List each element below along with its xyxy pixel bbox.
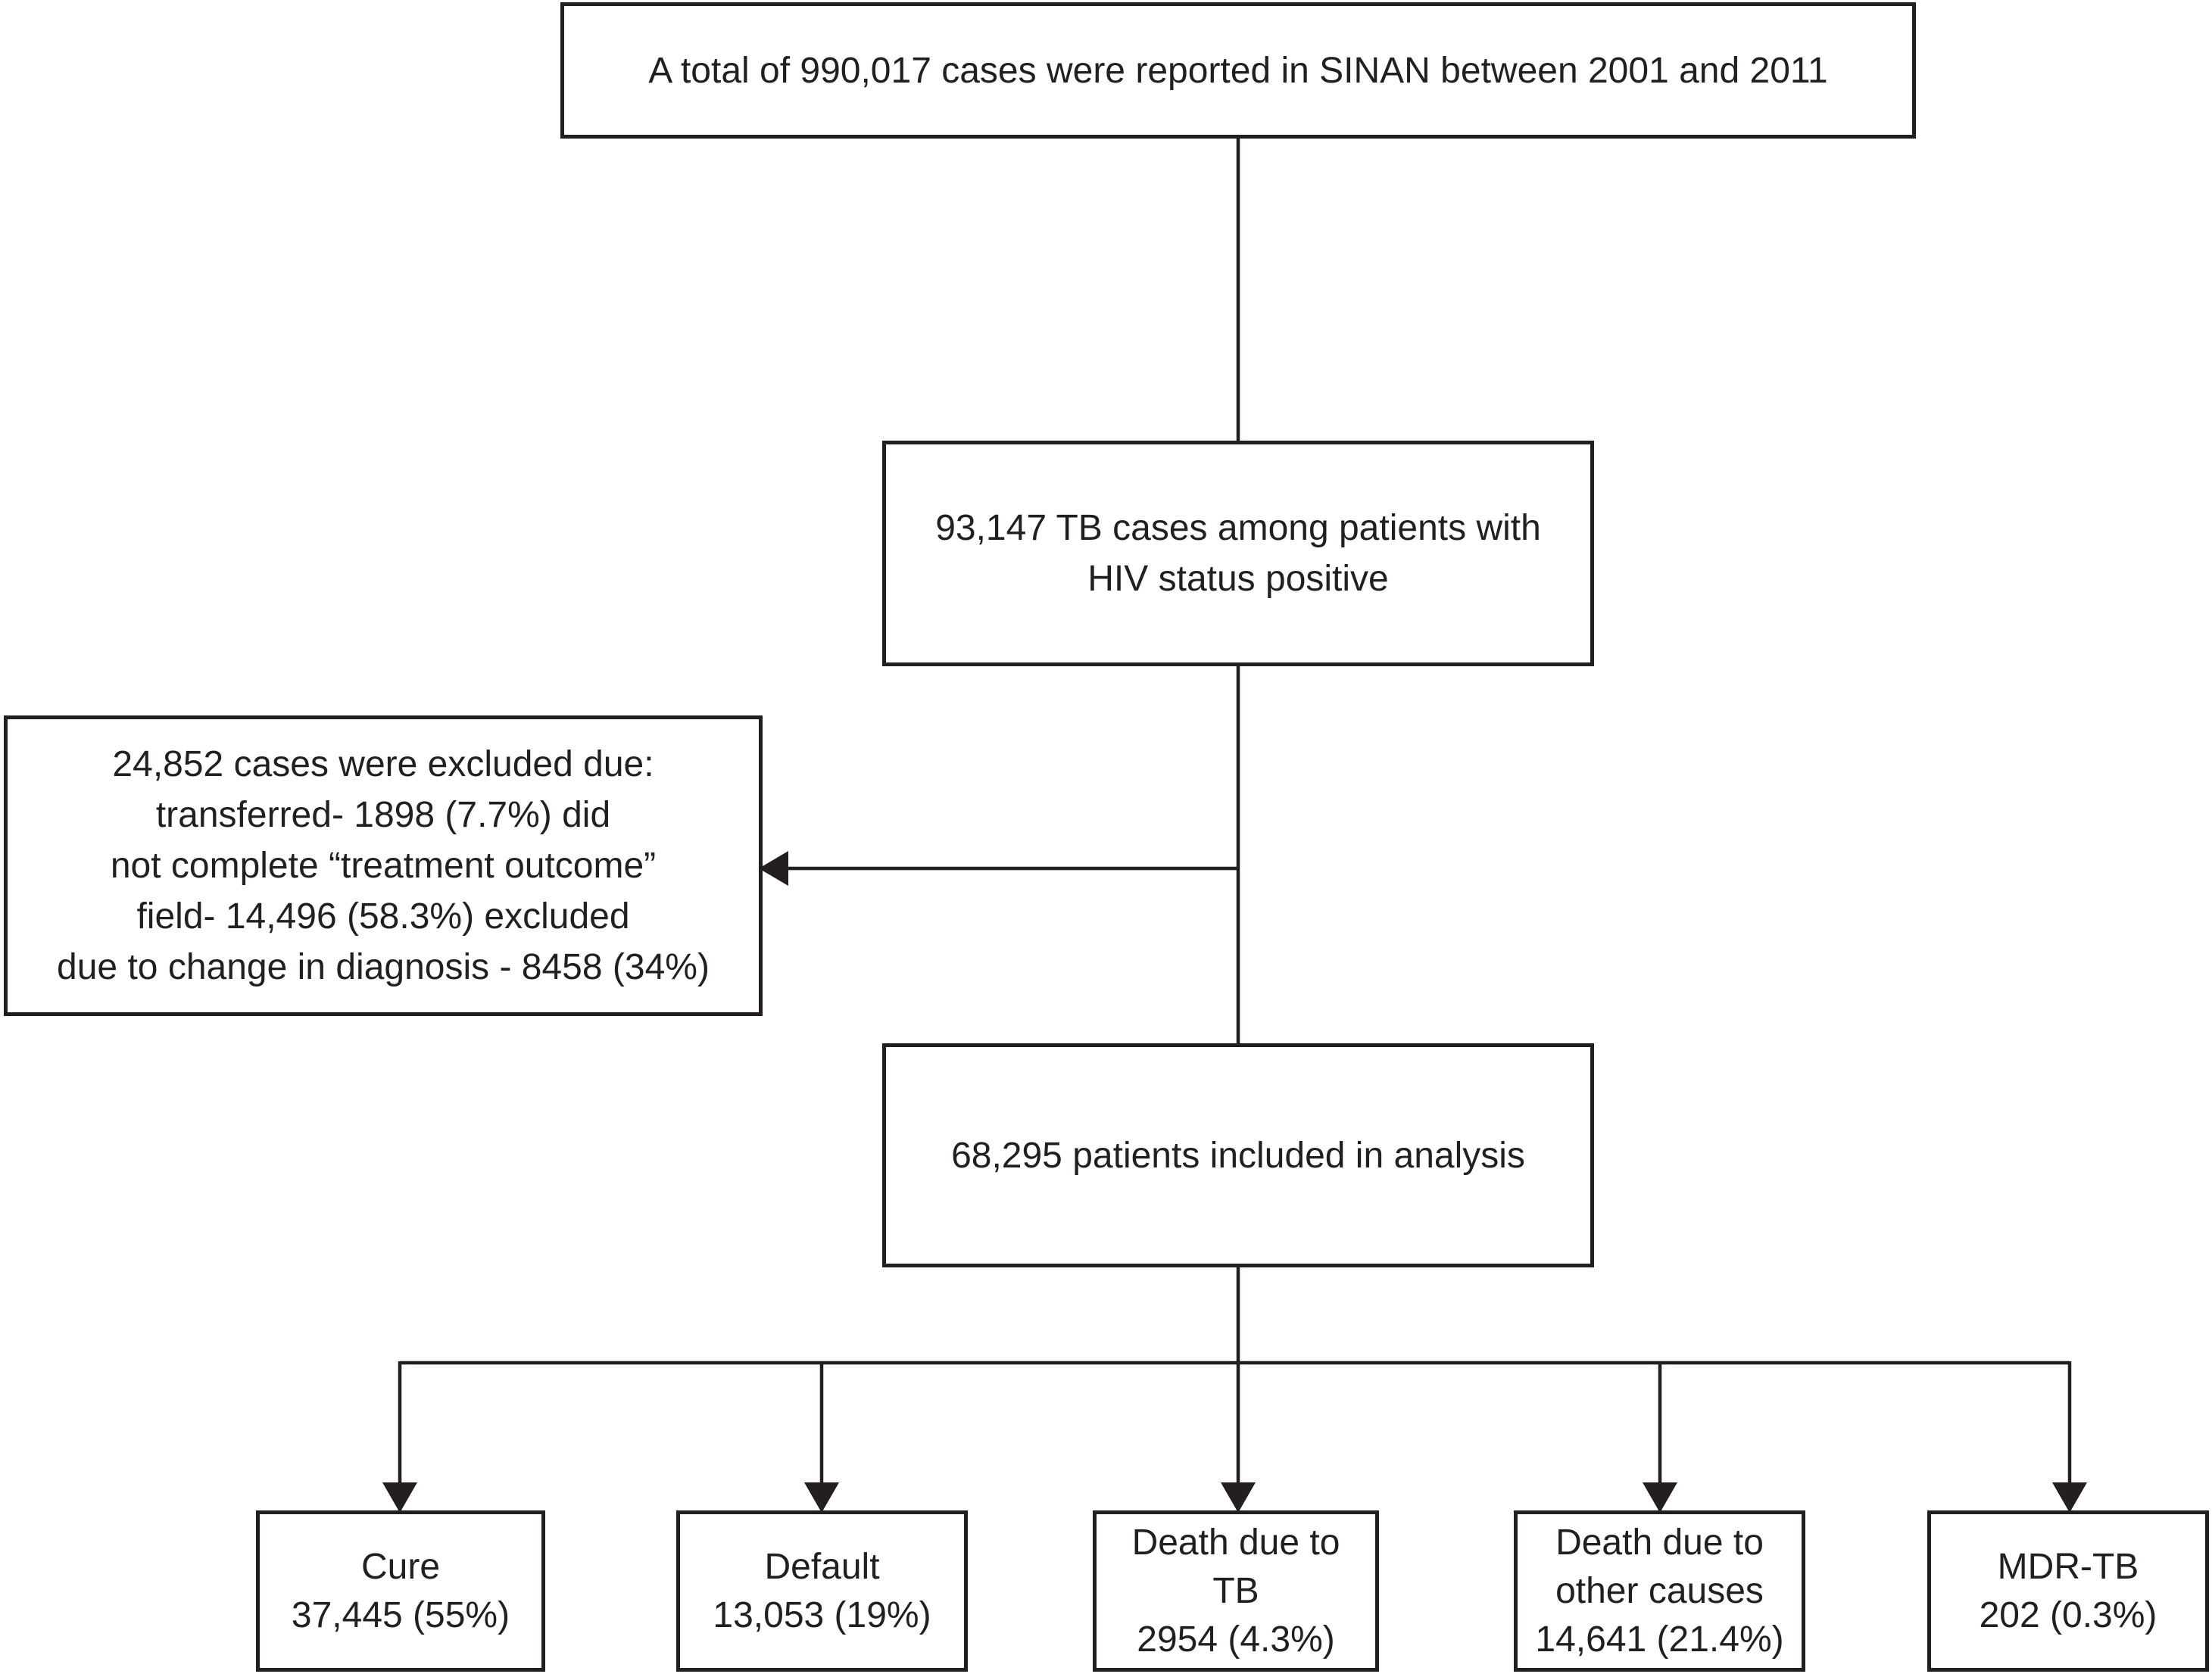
excluded-line: due to change in diagnosis - 8458 (34%) xyxy=(57,947,710,987)
box-included-patients: 68,295 patients included in analysis xyxy=(882,1043,1594,1267)
outcome-label: Death due to xyxy=(1131,1522,1340,1563)
excluded-line: field- 14,496 (58.3%) excluded xyxy=(136,896,630,937)
box-excluded-cases: 24,852 cases were excluded due: transfer… xyxy=(4,715,763,1016)
outcome-value: 202 (0.3%) xyxy=(1979,1594,2157,1635)
box-outcome-cure: Cure 37,445 (55%) xyxy=(256,1510,545,1672)
arrowhead-down-icon xyxy=(1643,1482,1677,1513)
box-outcome-mdr-tb: MDR-TB 202 (0.3%) xyxy=(1927,1510,2209,1672)
hiv-cases-line: 93,147 TB cases among patients with xyxy=(935,508,1541,548)
box-outcome-default: Default 13,053 (19%) xyxy=(676,1510,968,1672)
arrowhead-down-icon xyxy=(382,1482,417,1513)
outcome-value: 13,053 (19%) xyxy=(713,1594,931,1635)
box-total-cases: A total of 990,017 cases were reported i… xyxy=(560,2,1916,139)
outcome-value: 2954 (4.3%) xyxy=(1137,1619,1335,1660)
excluded-line: not complete “treatment outcome” xyxy=(110,846,657,886)
outcome-value: 37,445 (55%) xyxy=(291,1594,510,1635)
excluded-line: 24,852 cases were excluded due: xyxy=(112,744,654,784)
total-cases-text: A total of 990,017 cases were reported i… xyxy=(648,50,1828,91)
outcome-label: other causes xyxy=(1555,1570,1764,1611)
included-patients-text: 68,295 patients included in analysis xyxy=(951,1135,1525,1176)
outcome-label: Default xyxy=(764,1546,880,1587)
outcome-label: MDR-TB xyxy=(1997,1546,2139,1587)
hiv-cases-line: HIV status positive xyxy=(1087,559,1389,599)
outcome-label: Death due to xyxy=(1555,1522,1764,1563)
box-outcome-death-other-causes: Death due to other causes 14,641 (21.4%) xyxy=(1514,1510,1805,1672)
excluded-line: transferred- 1898 (7.7%) did xyxy=(155,795,611,835)
outcome-label: TB xyxy=(1212,1570,1259,1611)
outcome-value: 14,641 (21.4%) xyxy=(1535,1619,1784,1660)
box-outcome-death-due-to-tb: Death due to TB 2954 (4.3%) xyxy=(1093,1510,1379,1672)
box-hiv-positive-cases: 93,147 TB cases among patients with HIV … xyxy=(882,441,1594,666)
arrowhead-down-icon xyxy=(2052,1482,2087,1513)
arrowhead-down-icon xyxy=(1221,1482,1256,1513)
arrowhead-down-icon xyxy=(804,1482,839,1513)
outcome-label: Cure xyxy=(360,1546,441,1587)
arrowhead-left-icon xyxy=(759,851,788,886)
